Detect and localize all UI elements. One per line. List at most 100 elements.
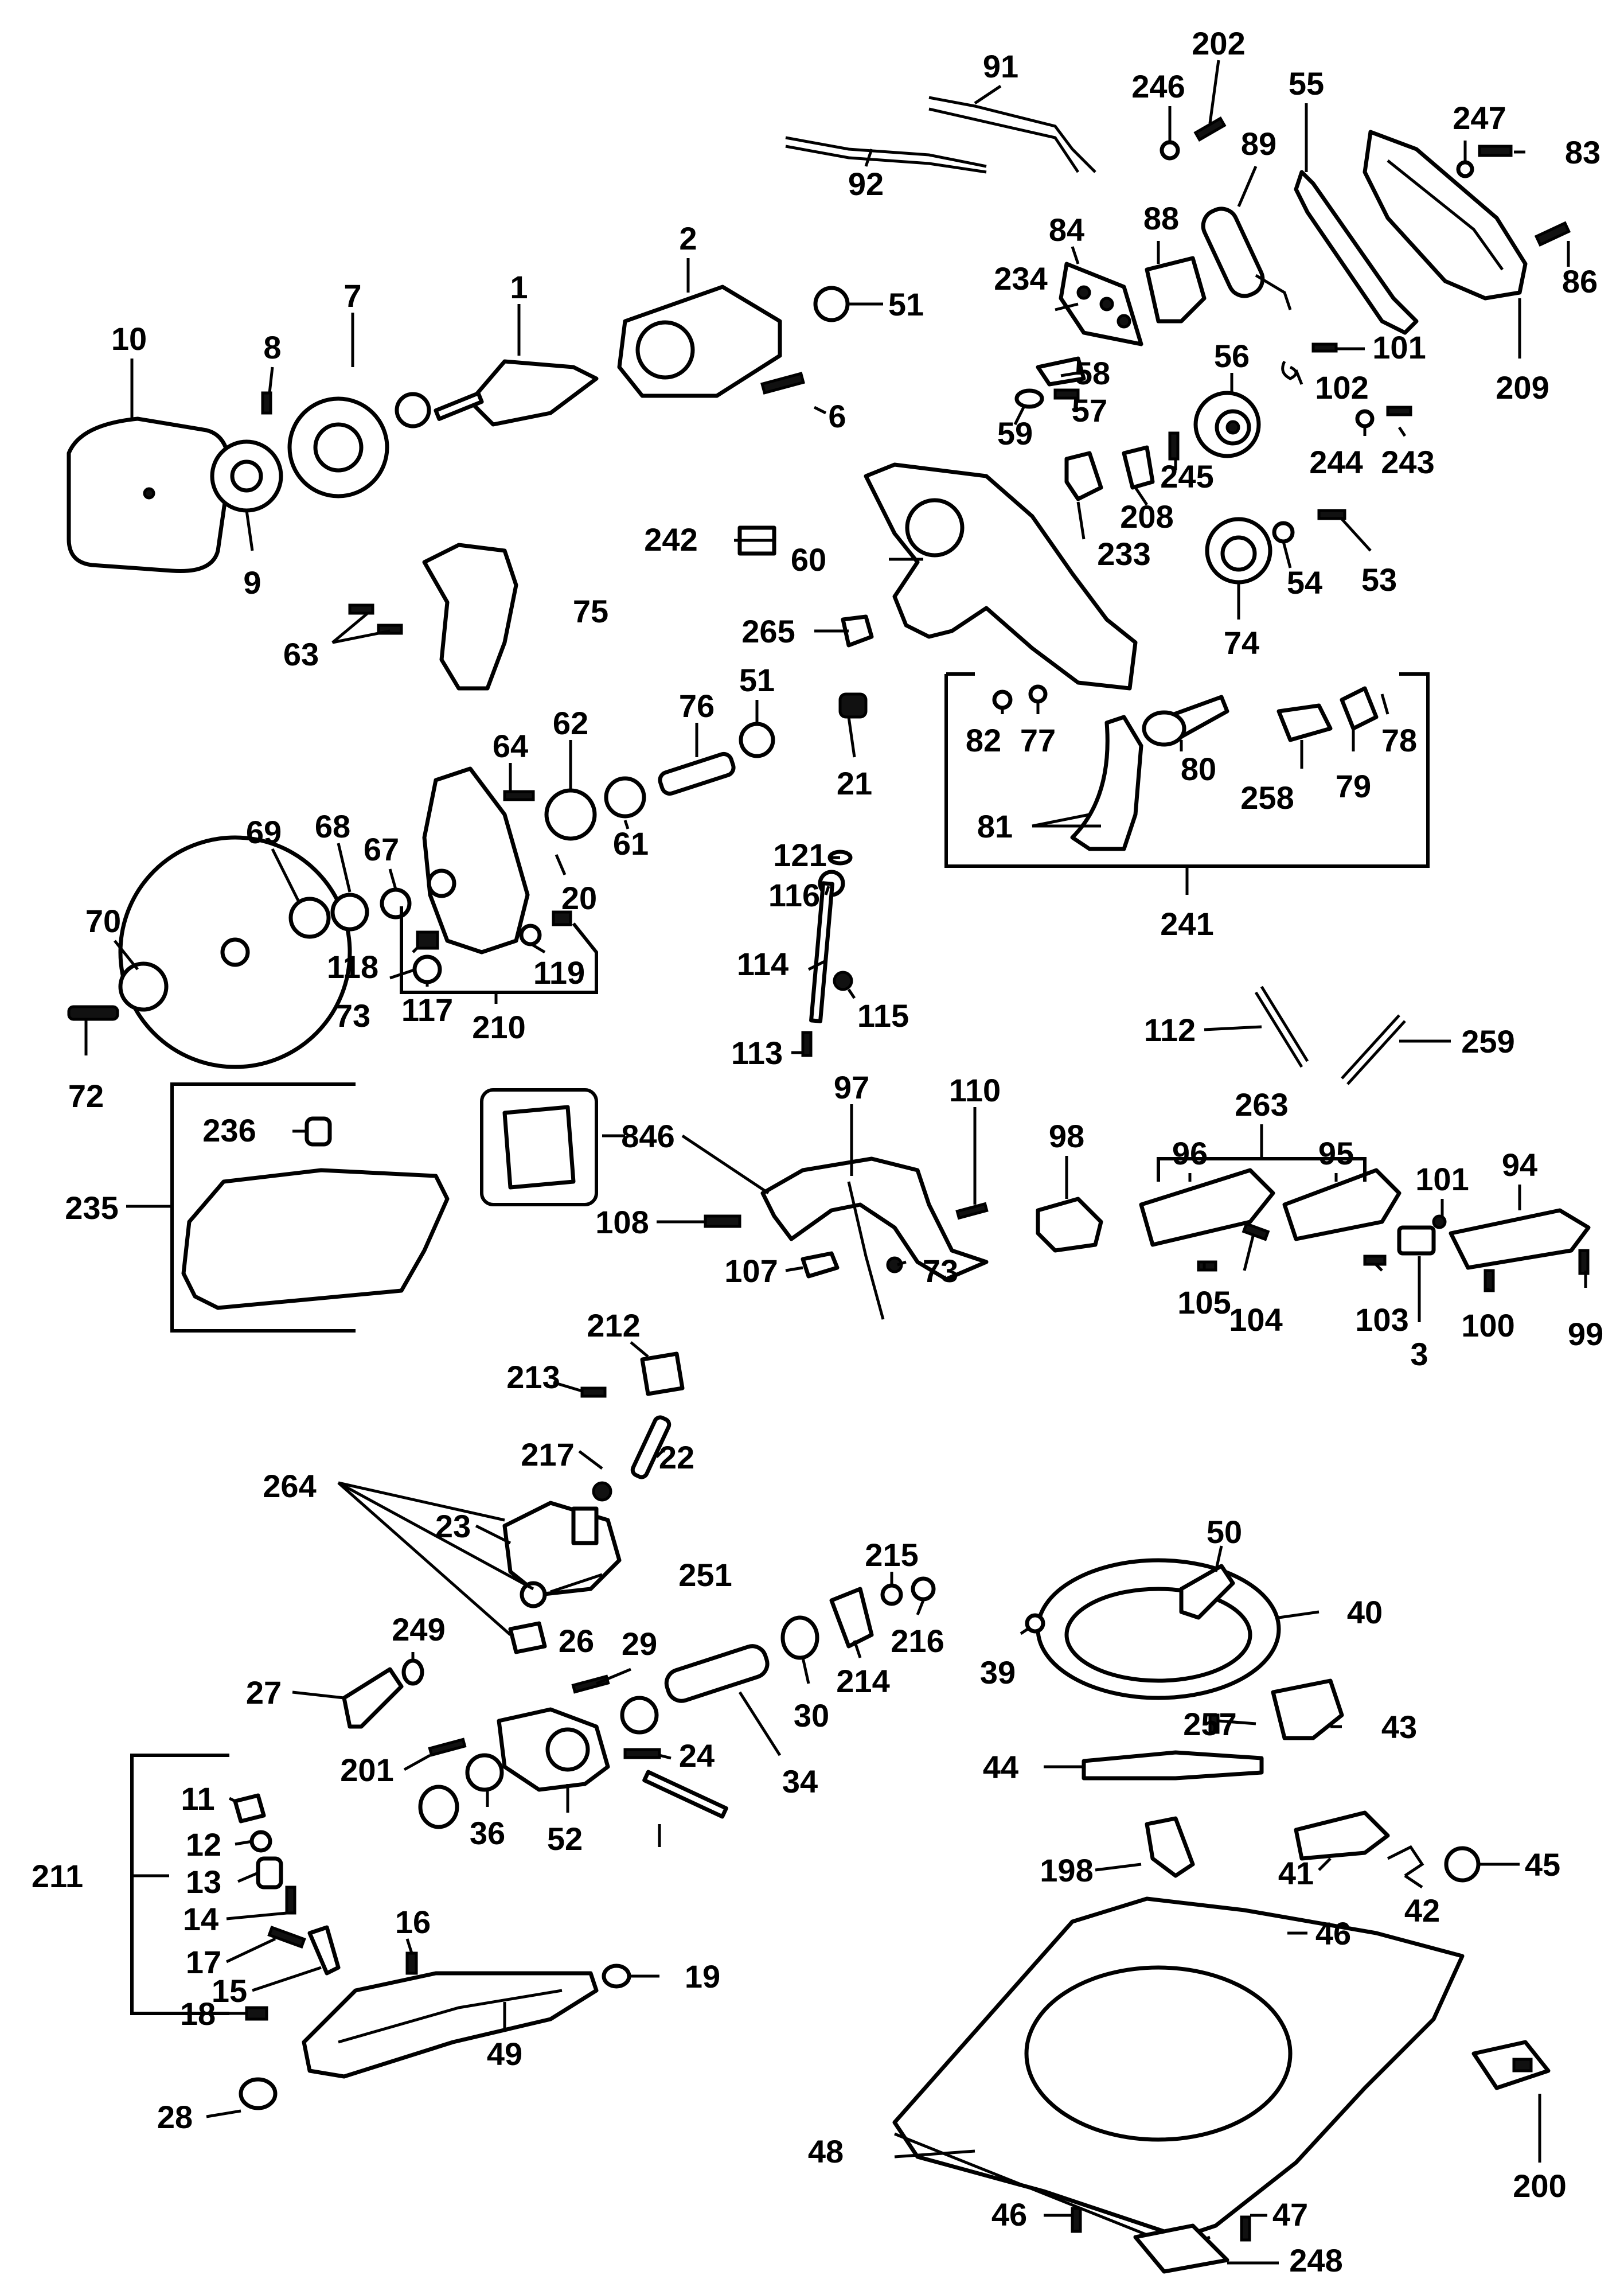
part-label: 212 (587, 1307, 640, 1343)
group-box-210 (400, 906, 598, 994)
part-label: 26 (559, 1623, 594, 1659)
part-258-block (1276, 703, 1333, 742)
part-251-washer (520, 1581, 547, 1608)
part-39-screw (1025, 1613, 1045, 1634)
part-label: 42 (1404, 1892, 1440, 1929)
part-846-hardware-bag (480, 1088, 598, 1206)
part-label: 103 (1355, 1302, 1408, 1338)
part-label: 6 (828, 398, 846, 434)
part-label: 52 (547, 1821, 583, 1857)
part-29-pin (571, 1674, 610, 1694)
part-label: 249 (392, 1611, 445, 1647)
part-216-nut (911, 1576, 936, 1602)
part-62-collar (544, 788, 597, 841)
part-label: 58 (1075, 355, 1110, 391)
part-label: 73 (923, 1253, 958, 1289)
part-245-screw (1168, 431, 1180, 461)
part-label: 13 (186, 1864, 221, 1900)
part-236-plug (304, 1116, 332, 1147)
part-59-washer (1014, 388, 1044, 409)
part-label: 64 (493, 728, 528, 764)
part-16-screw (405, 1951, 418, 1975)
part-label: 15 (212, 1973, 247, 2009)
part-label: 51 (888, 286, 924, 322)
part-label: 22 (659, 1439, 694, 1475)
part-label: 105 (1177, 1284, 1231, 1320)
part-label: 30 (794, 1697, 829, 1733)
part-label: 263 (1235, 1086, 1288, 1123)
part-24-screw (623, 1748, 661, 1759)
part-45-ball (1444, 1846, 1481, 1883)
part-label: 69 (246, 814, 282, 850)
part-108-screw (704, 1214, 741, 1228)
part-label: 264 (263, 1468, 316, 1504)
part-label: 114 (737, 946, 788, 982)
part-92-cable (785, 136, 987, 168)
part-label: 100 (1461, 1307, 1514, 1343)
part-label: 18 (180, 1996, 216, 2032)
part-36-bushing (465, 1753, 504, 1792)
part-label: 94 (1502, 1147, 1537, 1183)
part-37-bolt (642, 1770, 728, 1819)
part-47-screw (1240, 2215, 1251, 2242)
part-112-spring (1254, 991, 1303, 1068)
part-label: 211 (32, 1858, 83, 1894)
part-label: 40 (1347, 1594, 1383, 1630)
part-label: 97 (834, 1069, 869, 1105)
part-3-block (1397, 1225, 1436, 1256)
part-label: 91 (983, 48, 1018, 84)
part-label: 60 (791, 541, 826, 578)
part-57-screw (1053, 388, 1080, 400)
part-label: 23 (435, 1508, 471, 1544)
part-label: 247 (1453, 100, 1506, 136)
part-6-pin (760, 372, 805, 395)
part-1-armature (468, 359, 599, 427)
part-label: 209 (1496, 369, 1549, 406)
part-label: 24 (679, 1738, 715, 1774)
part-label: 112 (1144, 1012, 1196, 1048)
part-label: 107 (724, 1253, 778, 1289)
part-label: 248 (1289, 2242, 1342, 2278)
part-label: 202 (1192, 25, 1245, 61)
part-18-screw (245, 2006, 268, 2021)
part-41-clamp (1294, 1810, 1390, 1861)
part-label: 7 (343, 278, 361, 314)
part-label: 208 (1120, 498, 1173, 535)
part-201-pin (428, 1738, 467, 1757)
part-95-bracket (1282, 1168, 1402, 1241)
part-label: 2 (679, 220, 697, 256)
part-13-sleeve (256, 1856, 283, 1890)
part-labels: 91 202 55 246 89 247 83 92 84 88 86 234 … (32, 25, 1603, 2278)
part-21-knob (838, 692, 868, 719)
part-label: 214 (836, 1663, 889, 1699)
part-label: 55 (1289, 65, 1324, 102)
part-67-bushing (380, 887, 412, 920)
part-22-bolt (630, 1415, 672, 1479)
part-55-belt (1294, 170, 1419, 335)
part-label: 244 (1309, 444, 1363, 480)
part-79-clamp (1340, 686, 1379, 731)
part-label: 245 (1160, 458, 1213, 494)
part-label: 61 (613, 825, 649, 862)
part-label: 80 (1181, 751, 1216, 787)
part-86-screw (1534, 221, 1571, 247)
part-label: 99 (1568, 1316, 1603, 1352)
part-label: 10 (111, 321, 147, 357)
part-label: 200 (1513, 2168, 1566, 2204)
part-label: 75 (573, 593, 608, 629)
part-19-washer (602, 1964, 631, 1989)
part-34-tube (664, 1644, 770, 1703)
part-110-pin (955, 1202, 989, 1220)
part-94-fence (1449, 1208, 1591, 1270)
part-label: 59 (997, 415, 1033, 451)
part-200-label (1471, 2040, 1551, 2090)
part-label: 44 (983, 1749, 1018, 1785)
part-label: 36 (470, 1815, 505, 1851)
part-98-fitting (1036, 1197, 1103, 1253)
part-label: 47 (1272, 2196, 1308, 2233)
part-label: 12 (186, 1826, 221, 1863)
part-label: 41 (1278, 1855, 1314, 1891)
part-label: 78 (1381, 722, 1417, 758)
part-69-collar (288, 897, 331, 939)
part-label: 29 (622, 1626, 657, 1662)
